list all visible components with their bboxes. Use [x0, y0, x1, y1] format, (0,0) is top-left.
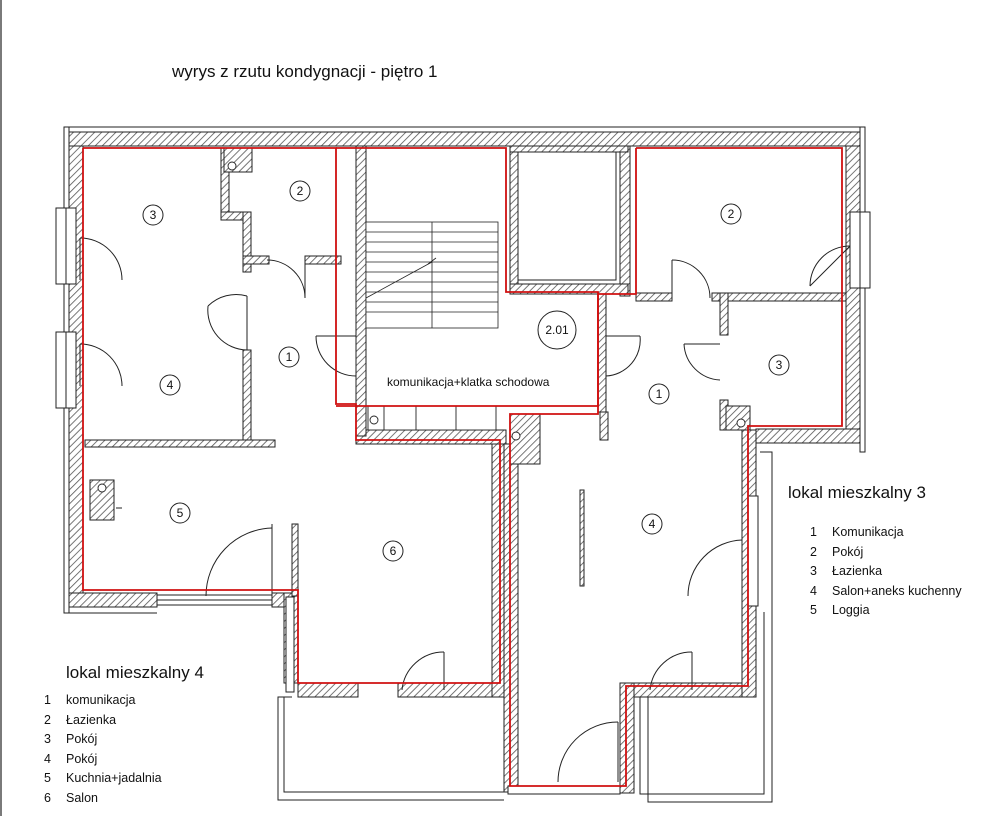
unit-4-heading: lokal mieszkalny 4: [66, 663, 204, 682]
room-markers-unit-4: 3 2 1 4 5 6: [142, 180, 404, 562]
room-number: 1: [286, 350, 293, 364]
page-title: wyrys z rzutu kondygnacji - piętro 1: [172, 62, 438, 81]
room-number: 6: [390, 544, 397, 558]
stair-label: komunikacja+klatka schodowa: [387, 375, 550, 389]
unit-4-boundary: [82, 147, 501, 684]
interior-walls: [84, 145, 847, 597]
room-number: 2: [728, 207, 735, 221]
room-number: 4: [649, 517, 656, 531]
staircase: [365, 221, 499, 329]
stair-number: 2.01: [545, 323, 569, 337]
room-number: 2: [297, 184, 304, 198]
room-number: 1: [656, 387, 663, 401]
sanitary-fixtures: [97, 161, 746, 493]
room-number: 4: [167, 378, 174, 392]
elevator-shaft: [509, 145, 629, 281]
room-number: 5: [177, 506, 184, 520]
unit-3-boundary: [509, 147, 843, 787]
stair-number-marker: [537, 310, 577, 350]
windows: [55, 207, 871, 795]
room-markers-unit-3: 2 1 3 4: [641, 203, 790, 535]
balconies: [64, 451, 773, 803]
room-number: 3: [150, 208, 157, 222]
room-number: 3: [776, 358, 783, 372]
stair-boundary: [336, 147, 599, 407]
unit-boundaries: [82, 147, 843, 787]
unit-3-heading: lokal mieszkalny 3: [788, 483, 926, 502]
doors: [79, 237, 851, 783]
